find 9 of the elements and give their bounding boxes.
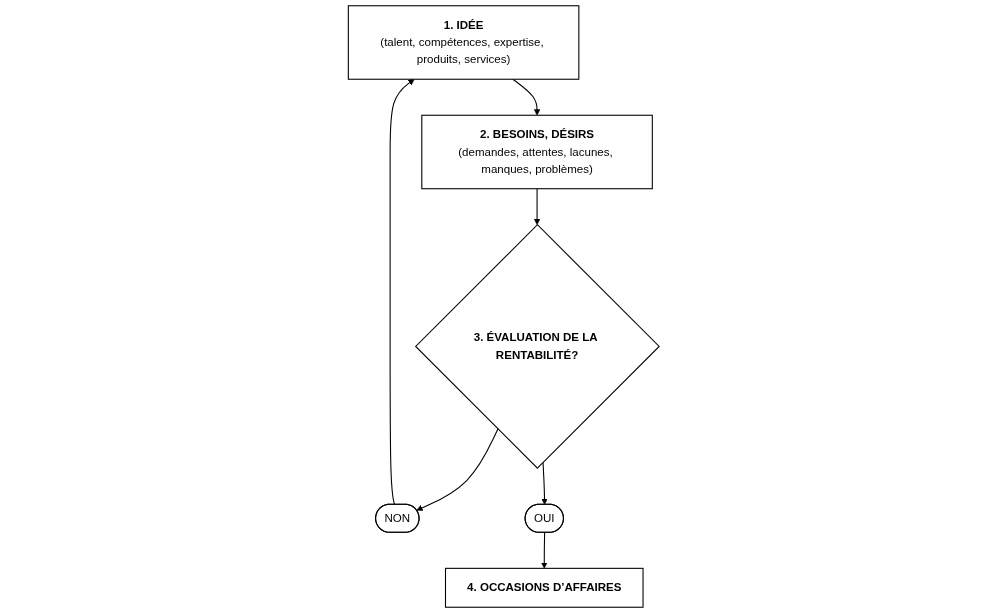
node-box: 1. IDÉE (talent, compétences, expertise, produits, services) <box>348 5 580 80</box>
arrow <box>416 428 499 511</box>
node-diamond: 3. ÉVALUATION DE LA RENTABILITÉ? <box>415 223 661 469</box>
node-box: 2. BESOINS, DÉSIRS (demandes, attentes, lacunes, manques, problèmes) <box>421 114 654 190</box>
arrow <box>541 532 548 569</box>
arrow <box>389 78 415 506</box>
arrow <box>512 78 541 116</box>
arrow <box>534 188 541 226</box>
node-box: 4. OCCASIONS D’AFFAIRES <box>445 567 644 608</box>
